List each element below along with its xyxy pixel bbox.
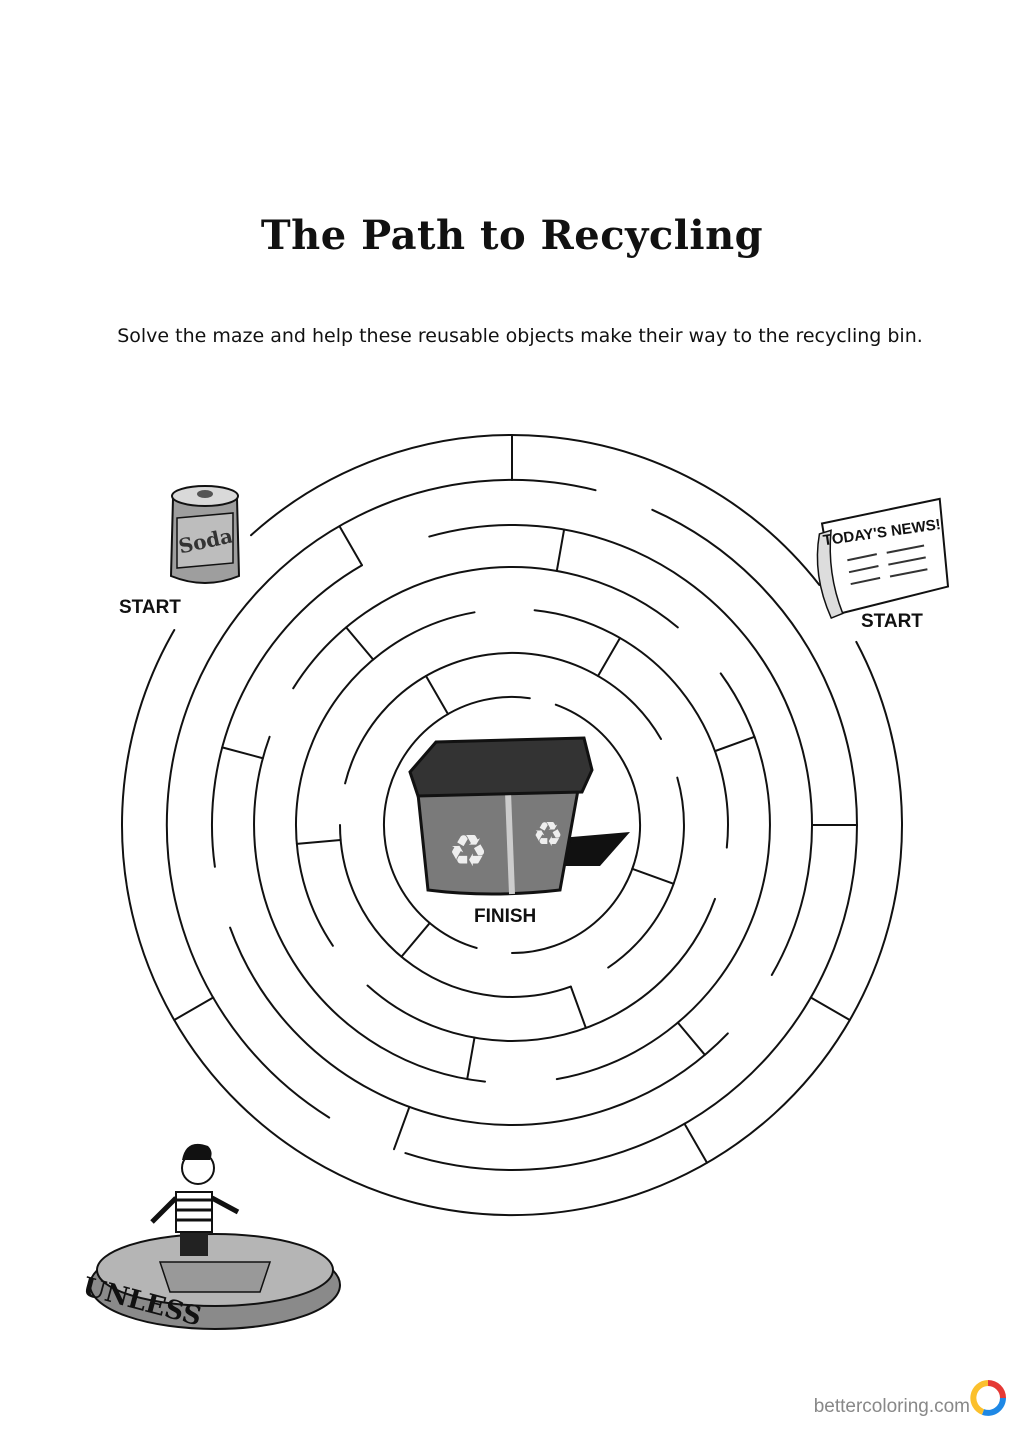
maze-wall (713, 735, 756, 753)
maze-ring-segment (121, 629, 903, 1217)
start-label-right: START (861, 611, 923, 632)
maze-ring-segment (250, 434, 821, 586)
maze-wall (338, 525, 363, 567)
page-title: The Path to Recycling (260, 212, 764, 259)
maze-wall (569, 985, 587, 1029)
maze-ring-segment (210, 564, 363, 868)
maze-wall (809, 996, 851, 1021)
maze-ring-segment (511, 703, 642, 954)
watermark: bettercoloring.com (813, 1396, 970, 1417)
maze-ring-segment (229, 926, 729, 1126)
maze-wall (555, 528, 566, 572)
character-on-stone-icon: UNLESS (79, 1143, 341, 1332)
maze-ring-segment (165, 478, 597, 1119)
maze-wall (676, 1021, 706, 1056)
maze-ring-segment (607, 776, 685, 969)
maze-wall (221, 746, 264, 760)
maze-wall (466, 1036, 476, 1081)
maze-ring-segment (555, 672, 771, 1081)
maze-wall (425, 675, 449, 716)
recycle-icon-side: ♻ (533, 815, 563, 855)
maze-wall (173, 996, 215, 1021)
maze-wall (400, 922, 431, 958)
maze-ring-segment (428, 523, 814, 976)
maze-ring-segment (344, 651, 662, 785)
maze-ring-segment (295, 611, 476, 947)
finish-label: FINISH (474, 906, 537, 927)
bettercoloring-logo-icon (970, 1380, 1006, 1416)
maze-wall (683, 1122, 708, 1164)
maze-ring-segment (253, 735, 486, 1083)
maze-ring-segment (366, 897, 716, 1042)
maze-ring-segment (292, 566, 679, 690)
maze-wall (295, 838, 342, 845)
newspaper-icon: TODAY'S NEWS! (816, 497, 950, 620)
instructions: Solve the maze and help these reusable o… (117, 325, 923, 347)
maze-ring-segment (382, 695, 531, 949)
start-label-left: START (119, 597, 181, 618)
soda-can-icon: Soda (169, 485, 241, 584)
maze-ring-segment (404, 508, 858, 1171)
recycling-bin-icon: ♻ ♻ (408, 736, 630, 896)
maze-wall (597, 636, 621, 678)
maze-wall (345, 626, 375, 661)
maze-ring-segment (339, 824, 572, 998)
maze-ring-segment (533, 609, 729, 849)
maze-wall (631, 867, 675, 885)
maze-wall (393, 1105, 411, 1151)
recycle-icon: ♻ (448, 826, 487, 877)
